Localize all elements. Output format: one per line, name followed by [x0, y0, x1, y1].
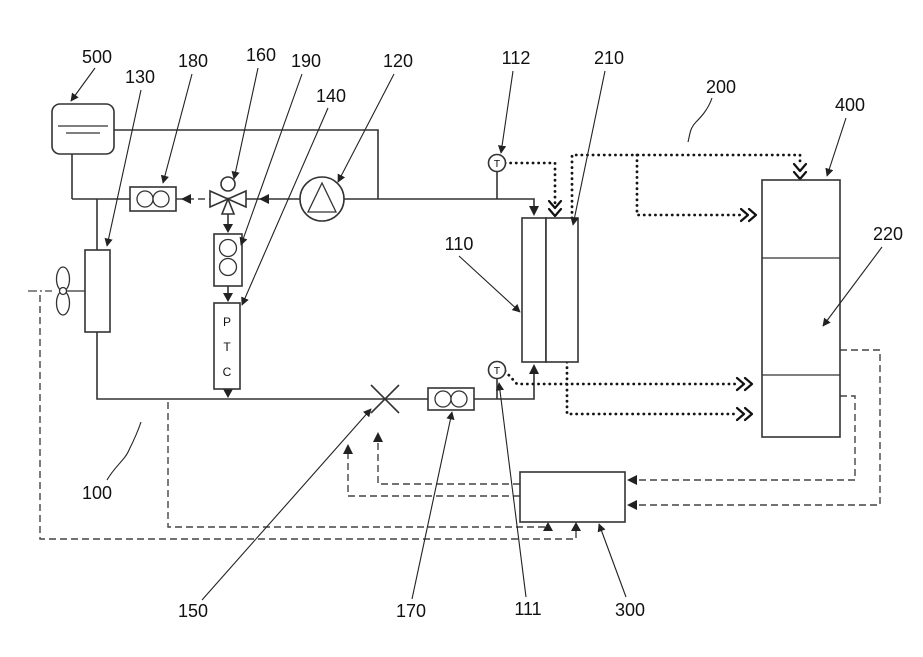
ptc-letter-c: C — [223, 365, 232, 379]
ptc-letter-p: P — [223, 315, 231, 329]
label-180: 180 — [178, 51, 208, 71]
heat-exchanger-110 — [521, 217, 579, 363]
label-111: 111 — [514, 599, 541, 619]
ptc-letter-t: T — [223, 340, 231, 354]
label-140: 140 — [316, 86, 346, 106]
temp-sensor-112-symbol: T — [494, 158, 501, 170]
label-130: 130 — [125, 67, 155, 87]
fan-icon — [55, 266, 85, 316]
squiggle-leader-200 — [687, 97, 713, 143]
air-dashed-lines — [28, 290, 881, 540]
ptc-heater-140: P T C — [213, 302, 241, 390]
label-190: 190 — [291, 51, 321, 71]
unit-300 — [519, 471, 626, 523]
label-200: 200 — [706, 77, 736, 97]
squiggle-leader-100 — [106, 421, 142, 481]
label-120: 120 — [383, 51, 413, 71]
refrigerant-dotted-lines — [503, 153, 808, 422]
label-500: 500 — [82, 47, 112, 67]
temp-sensor-112: T — [487, 153, 507, 173]
label-170: 170 — [396, 601, 426, 621]
label-400: 400 — [835, 95, 865, 115]
label-210: 210 — [594, 48, 624, 68]
label-160: 160 — [246, 45, 276, 65]
pump-120 — [299, 176, 345, 222]
label-220: 220 — [873, 224, 903, 244]
unit-400-220 — [761, 179, 841, 438]
label-112: 112 — [502, 48, 531, 68]
three-way-valve-160 — [209, 176, 247, 215]
tank-500 — [51, 103, 115, 155]
label-100: 100 — [82, 483, 112, 503]
label-300: 300 — [615, 600, 645, 620]
temp-sensor-111: T — [487, 360, 507, 380]
label-150: 150 — [178, 601, 208, 621]
label-110: 110 — [445, 234, 474, 254]
expansion-valve-150 — [370, 384, 400, 414]
coolant-solid-lines — [71, 129, 535, 400]
temp-sensor-111-symbol: T — [494, 365, 501, 377]
radiator-130 — [84, 249, 111, 333]
leader-110 — [458, 255, 521, 313]
pump-170 — [427, 387, 475, 411]
inline-unit-190 — [213, 233, 243, 287]
leader-lines — [70, 67, 883, 601]
coolant-flow-arrows — [181, 194, 539, 398]
reference-labels: 500 130 180 160 190 140 120 112 210 200 … — [82, 45, 903, 621]
pump-180 — [129, 186, 177, 212]
